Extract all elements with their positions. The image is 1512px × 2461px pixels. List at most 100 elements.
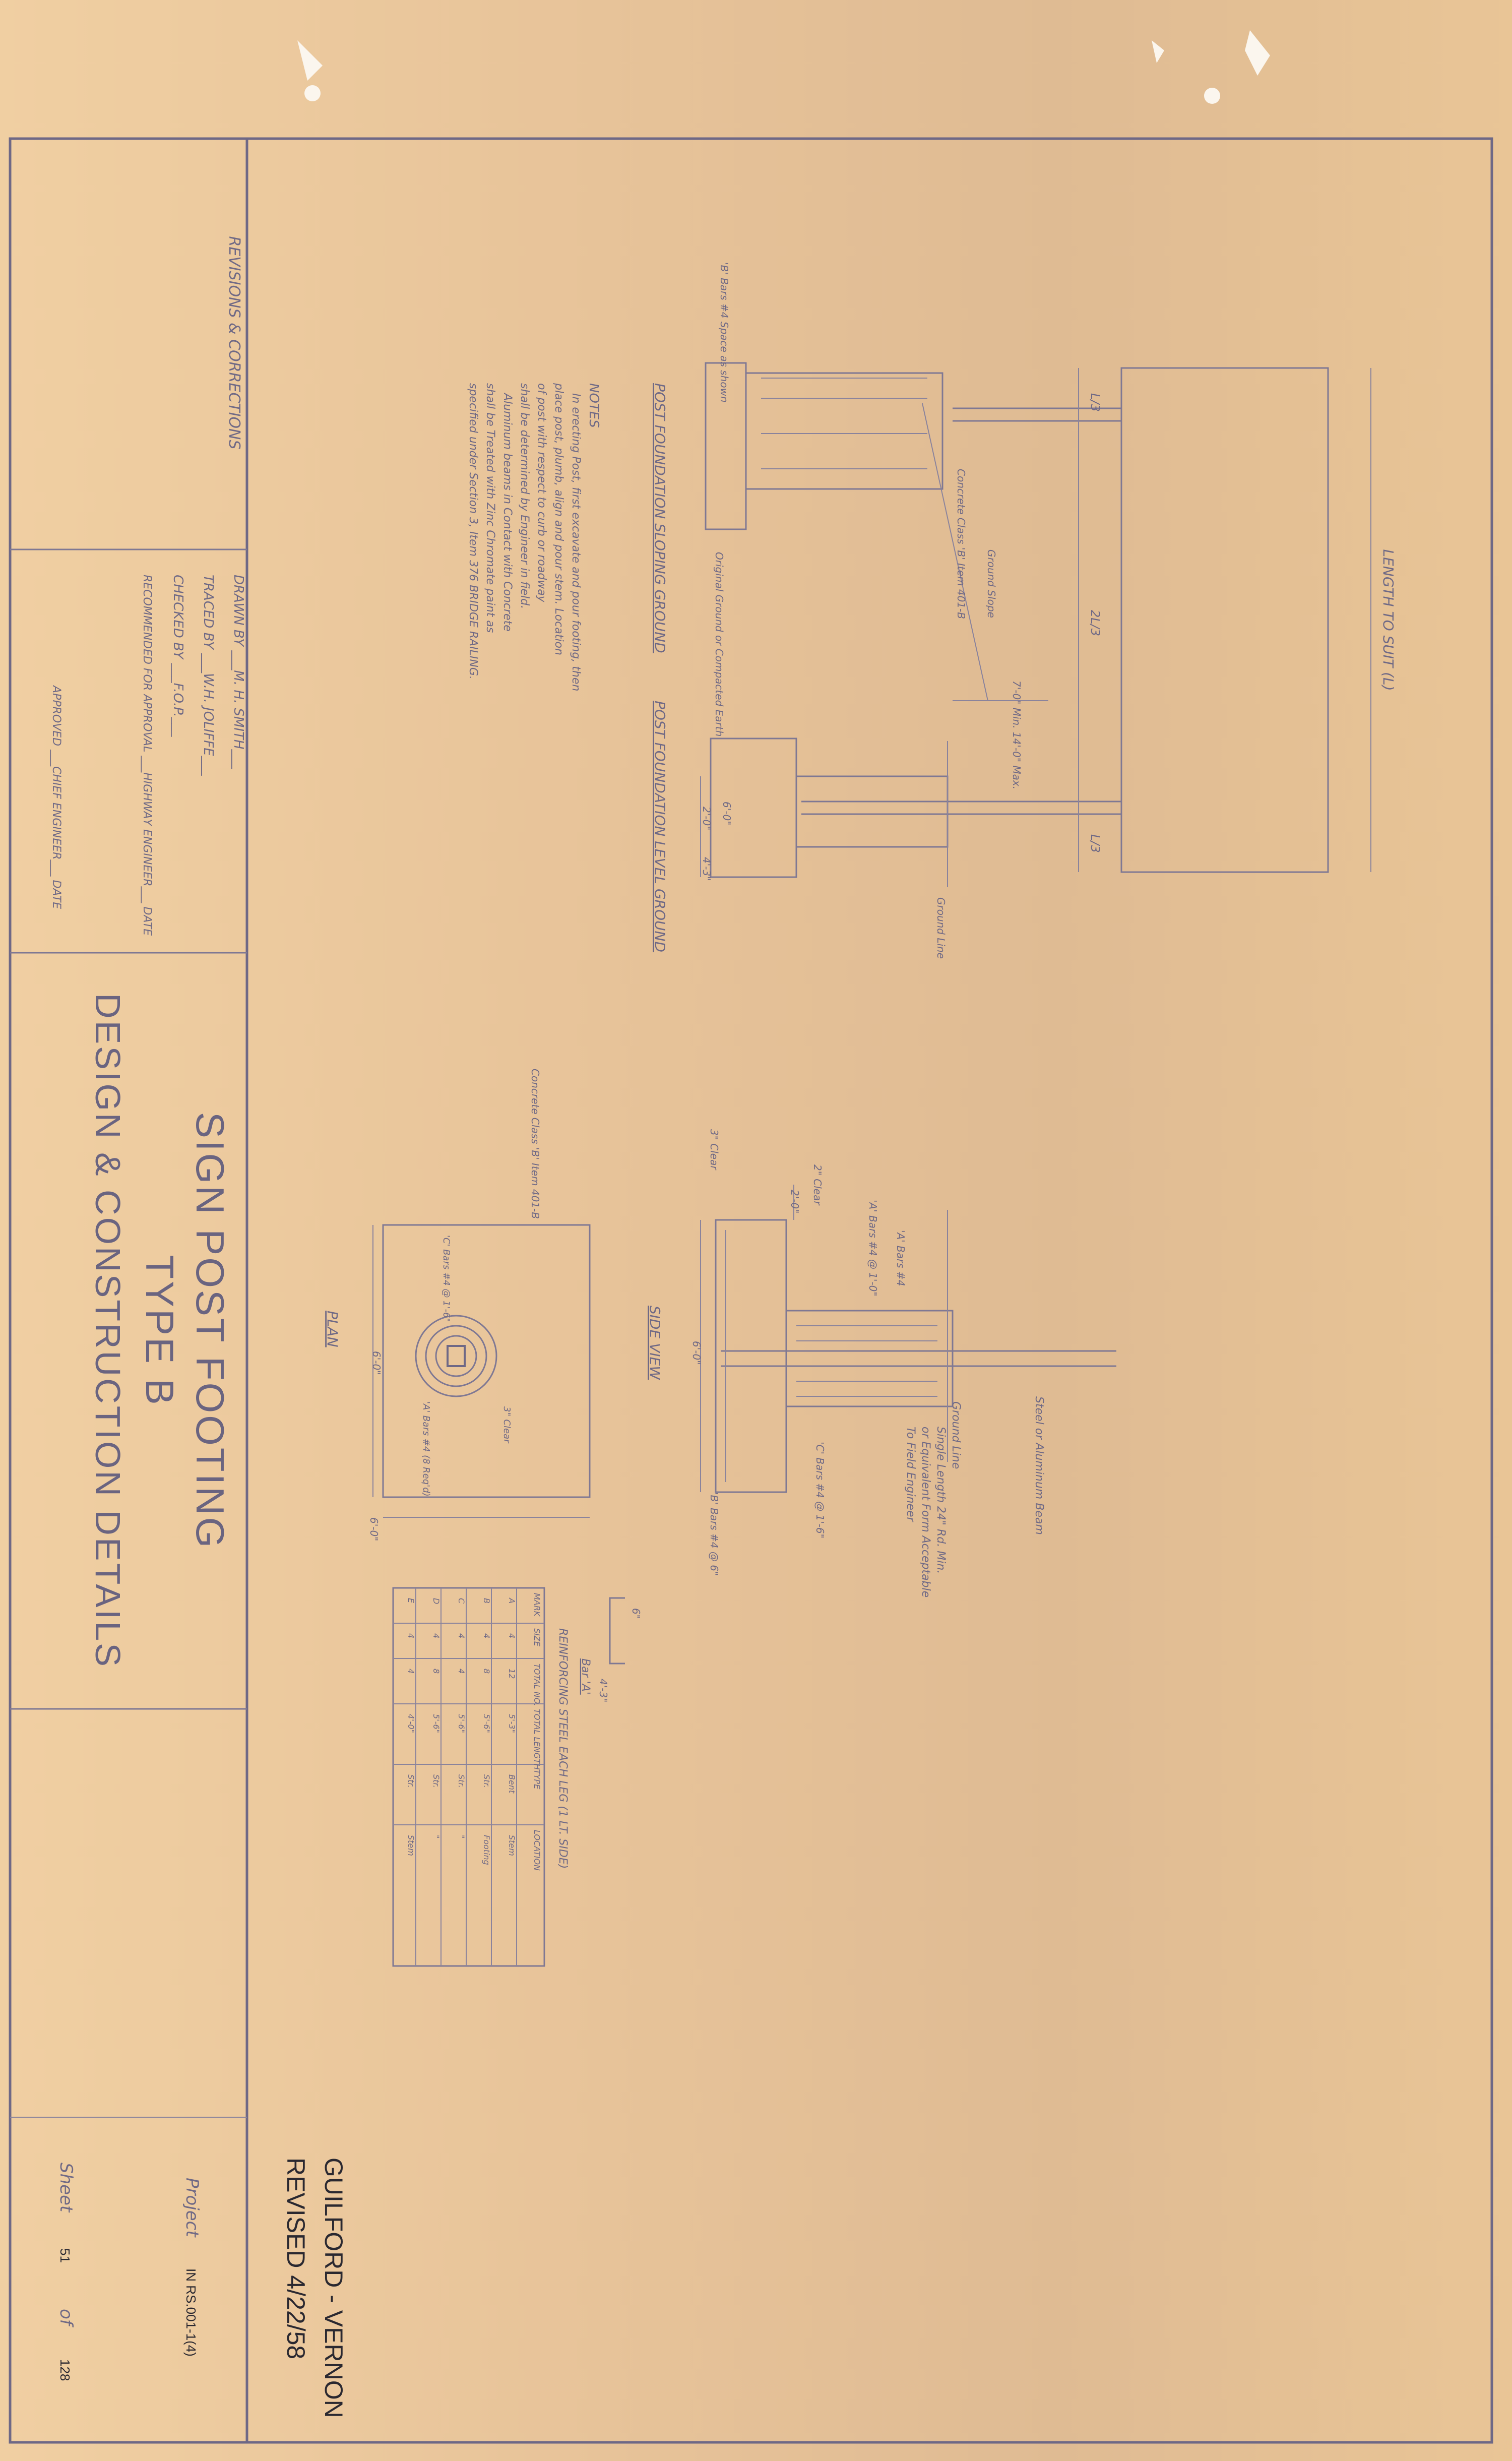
plan-dim-b: 6'-0"	[368, 1517, 380, 1541]
cell: Str.	[406, 1774, 416, 1788]
sheet-total: 128	[57, 2359, 73, 2381]
hdr-size: SIZE	[532, 1628, 542, 1647]
bar-a-shape	[609, 1597, 625, 1665]
checked-by: CHECKED BY ___F.O.P.___	[170, 575, 185, 737]
table-outline	[392, 1587, 545, 1967]
cell: B	[482, 1598, 491, 1604]
cell: Stem	[507, 1835, 517, 1856]
title-line1: SIGN POST FOOTING	[188, 1112, 232, 1550]
cell: 4	[457, 1669, 466, 1674]
cell: "	[431, 1835, 441, 1838]
cell: A	[507, 1597, 517, 1604]
title-group: SIGN POST FOOTING TYPE B DESIGN & CONSTR…	[88, 993, 232, 1669]
length-to-suit: LENGTH TO SUIT (L)	[1380, 549, 1397, 691]
cell: C	[457, 1598, 466, 1604]
level-footing	[710, 737, 797, 878]
note-line-0: In erecting Post, first excavate and pou…	[570, 393, 582, 691]
dim-depth: 6'-0"	[721, 802, 733, 825]
cell: 5'-3"	[507, 1714, 517, 1733]
side-dim-2-label: 2'-0"	[789, 1190, 801, 1213]
min-max: 7'-0" Min. 14'-0" Max.	[1011, 681, 1023, 789]
bar-a-label: Bar 'A'	[579, 1658, 592, 1695]
cell: Str.	[457, 1774, 466, 1788]
side-ground-label: Ground Line	[950, 1401, 962, 1469]
note-line-5: shall be Treated with Zinc Chromate pain…	[484, 383, 496, 633]
side-footing	[715, 1219, 787, 1493]
bars-note: 'B' Bars #4 Space as shown	[718, 262, 730, 403]
cell: 4	[406, 1633, 416, 1638]
stamp-line1: GUILFORD - VERNON	[320, 2158, 348, 2418]
sheet-border	[9, 137, 1493, 2444]
cell: 4	[482, 1633, 491, 1638]
table-title: REINFORCING STEEL EACH LEG (1 LT. SIDE)	[556, 1628, 569, 1869]
cell: 5'-6"	[482, 1714, 491, 1733]
dim-bot: L/3	[1088, 834, 1102, 853]
plan-a-bars: 'A' Bars #4 (8 Req'd)	[421, 1401, 431, 1497]
bar-a-dim2: 4'-3"	[597, 1679, 609, 1702]
plan-concrete: Concrete Class 'B' Item 401-B	[529, 1069, 541, 1219]
tear-3	[297, 40, 323, 81]
bar-a-dim: 6"	[630, 1608, 642, 1619]
ground-line-level: Ground Line	[935, 897, 947, 959]
table-row: A 4 12 5'-3" Bent Stem	[507, 1597, 517, 1856]
recommended: RECOMMENDED FOR APPROVAL ___HIGHWAY ENGI…	[141, 575, 153, 936]
hdr-type: TYPE	[532, 1769, 542, 1790]
plan-ring-inner	[435, 1335, 477, 1377]
revisions-label: REVISIONS & CORRECTIONS	[225, 236, 243, 449]
to-engineer: To Field Engineer	[904, 1427, 917, 1522]
notes-block: NOTES In erecting Post, first excavate a…	[467, 383, 601, 691]
side-view-title: SIDE VIEW	[647, 1306, 663, 1380]
plan-view: Concrete Class 'B' Item 401-B 6'-0" 6'-0…	[324, 1069, 591, 1541]
dim-width2: 4'-3"	[701, 857, 713, 881]
cell: 5'-6"	[457, 1714, 466, 1733]
clear-3: 3" Clear	[708, 1129, 720, 1171]
cell: 4'-0"	[406, 1714, 416, 1733]
bar-a-detail: Bar 'A' 6" 4'-3"	[579, 1597, 642, 1702]
cell: Footing	[482, 1835, 491, 1865]
sign-board	[1120, 367, 1329, 873]
note-line-3: shall be determined by Engineer in field…	[518, 383, 531, 609]
stamp-line2: REVISED 4/22/58	[282, 2158, 310, 2359]
sloping-title: POST FOUNDATION SLOPING GROUND	[652, 383, 668, 653]
c-bars: 'C' Bars #4 @ 1'-6"	[814, 1442, 826, 1539]
plan-c-bars: 'C' Bars #4 @ 1'-6"	[441, 1235, 452, 1322]
single-length: Single Length 24" Rd. Min.	[934, 1427, 947, 1574]
cell: 4	[507, 1633, 517, 1638]
reinforcing-table: REINFORCING STEEL EACH LEG (1 LT. SIDE) …	[392, 1587, 569, 1967]
stamp-group: GUILFORD - VERNON REVISED 4/22/58	[282, 2158, 348, 2418]
elevation-view: LENGTH TO SUIT (L) L/3 2L/3 L/3 7'-0" Mi…	[652, 262, 1397, 959]
table-row: E 4 4 4'-0" Str. Stem	[406, 1598, 416, 1856]
cell: Str.	[482, 1774, 491, 1788]
note-line-4: Aluminum beams in Contact with Concrete	[501, 392, 514, 632]
a-bars: 'A' Bars #4	[895, 1230, 907, 1286]
b-bars: 'B' Bars #4 @ 6"	[708, 1492, 720, 1576]
steel-beam-label: Steel or Aluminum Beam	[1033, 1396, 1045, 1535]
title-line2: TYPE B	[138, 1255, 182, 1406]
drawn-by: DRAWN BY ___M. H. SMITH___	[231, 575, 246, 769]
cell: E	[406, 1598, 416, 1604]
project-label: Project	[182, 2178, 202, 2238]
side-view: Steel or Aluminum Beam Ground Line Singl…	[647, 1129, 1116, 1597]
level-stem	[795, 775, 949, 848]
of-label: of	[56, 2309, 76, 2328]
table-row: B 4 8 5'-6" Str. Footing	[482, 1598, 491, 1865]
clear-2: 2" Clear	[811, 1164, 824, 1206]
dim-top: L/3	[1088, 393, 1102, 412]
cell: 4	[431, 1633, 441, 1638]
revisions-label-group: REVISIONS & CORRECTIONS	[225, 236, 243, 449]
plan-outline	[382, 1224, 591, 1498]
tear-1	[1152, 40, 1164, 63]
cell: "	[457, 1835, 466, 1838]
plan-title: PLAN	[324, 1311, 341, 1347]
cell: 5'-6"	[431, 1714, 441, 1733]
plan-ring-mid	[425, 1325, 487, 1387]
notes-heading: NOTES	[586, 383, 601, 428]
plan-clear: 3" Clear	[501, 1406, 512, 1444]
table-row: D 4 8 5'-6" Str. "	[431, 1598, 441, 1838]
hole-2	[1204, 88, 1220, 104]
side-dim-6-label: 6'-0"	[690, 1341, 703, 1365]
project-group: Project IN RS.001-1(4) Sheet 51 of 128	[56, 2163, 202, 2381]
signatures-group: DRAWN BY ___M. H. SMITH___ TRACED BY ___…	[50, 575, 246, 936]
ground-slope: Ground Slope	[985, 549, 997, 618]
